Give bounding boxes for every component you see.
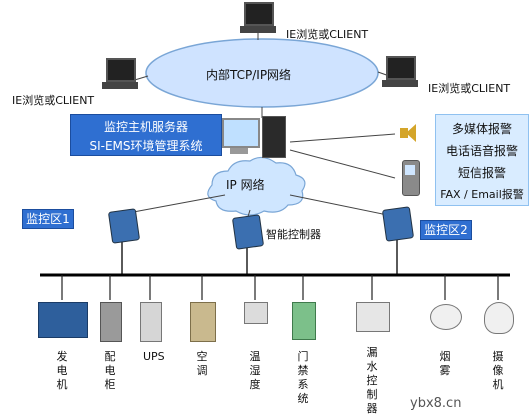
device-label-camera: 摄像机 bbox=[492, 350, 504, 391]
alert-fax-email: FAX / Email报警 bbox=[440, 188, 524, 201]
ip-network-label: IP 网络 bbox=[226, 178, 265, 192]
controller-icon bbox=[231, 214, 265, 250]
device-label-access: 门禁系统 bbox=[297, 350, 309, 405]
zone2-label: 监控区2 bbox=[420, 220, 472, 240]
ups-icon bbox=[140, 302, 162, 342]
client-label: IE浏览或CLIENT bbox=[428, 82, 511, 95]
device-label-ups: UPS bbox=[143, 350, 165, 363]
server-audio-link bbox=[289, 133, 396, 143]
access-control-icon bbox=[292, 302, 316, 340]
air-conditioner-icon bbox=[190, 302, 216, 342]
alert-sms: 短信报警 bbox=[457, 166, 506, 180]
device-label-leak: 漏水控制器 bbox=[366, 346, 378, 415]
client-label: IE浏览或CLIENT bbox=[286, 28, 369, 41]
server-icon bbox=[222, 116, 292, 160]
server-line2: SI-EMS环境管理系统 bbox=[89, 139, 203, 153]
server-label-box: 监控主机服务器 SI-EMS环境管理系统 bbox=[70, 114, 222, 156]
computer-icon bbox=[238, 2, 278, 36]
device-label-generator: 发电机 bbox=[56, 350, 68, 391]
computer-icon bbox=[380, 56, 420, 90]
server-line1: 监控主机服务器 bbox=[103, 120, 188, 134]
speaker-icon bbox=[398, 122, 418, 144]
device-label-smoke: 烟雾 bbox=[439, 350, 451, 377]
generator-icon bbox=[38, 302, 88, 338]
computer-icon bbox=[100, 58, 140, 92]
ip-cloud bbox=[207, 156, 306, 216]
camera-icon bbox=[484, 302, 514, 334]
cloud-ctrl3-link bbox=[289, 194, 398, 218]
cloud-ctrl1-link bbox=[127, 194, 226, 214]
controller-icon bbox=[381, 206, 415, 242]
controller-icon bbox=[107, 208, 141, 244]
device-label-cabinet: 配电柜 bbox=[104, 350, 116, 391]
server-phone-link bbox=[289, 149, 396, 179]
distribution-cabinet-icon bbox=[100, 302, 122, 342]
client-label: IE浏览或CLIENT bbox=[12, 94, 95, 107]
temp-humidity-sensor-icon bbox=[244, 302, 268, 324]
controller-label: 智能控制器 bbox=[266, 228, 321, 241]
leak-controller-icon bbox=[356, 302, 390, 332]
alert-voice: 电话语音报警 bbox=[445, 144, 518, 158]
bus-drops bbox=[61, 275, 499, 300]
zone1-label: 监控区1 bbox=[22, 209, 74, 229]
lan-label: 内部TCP/IP网络 bbox=[206, 68, 292, 82]
device-label-ac: 空调 bbox=[196, 350, 208, 377]
smoke-detector-icon bbox=[430, 304, 462, 330]
device-label-temp-humidity: 温湿度 bbox=[249, 350, 261, 391]
watermark: ybx8.cn bbox=[410, 396, 462, 411]
alert-multimedia: 多媒体报警 bbox=[451, 122, 512, 136]
alerts-box: 多媒体报警 电话语音报警 短信报警 FAX / Email报警 bbox=[435, 114, 529, 206]
mobile-phone-icon bbox=[402, 160, 420, 196]
